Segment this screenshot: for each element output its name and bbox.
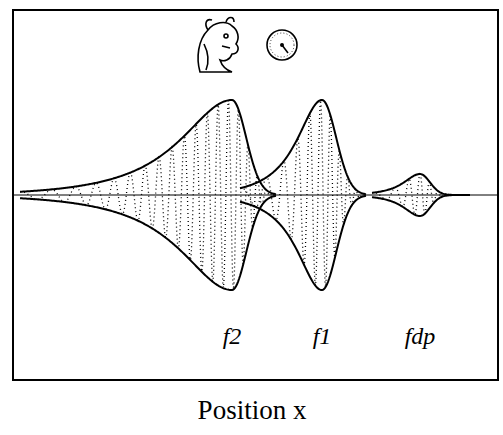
- clock-icon: [267, 30, 297, 60]
- frequency-label: fdp: [405, 323, 436, 350]
- frame: [13, 10, 498, 380]
- baseline: [13, 195, 498, 196]
- envelope-upper: [240, 100, 366, 194]
- wave-trace: [20, 100, 276, 289]
- envelope-lower: [20, 196, 276, 290]
- axis-label: Position x: [198, 395, 307, 426]
- envelope-lower: [240, 196, 366, 290]
- gargoyle-icon: [198, 18, 238, 73]
- envelope-upper: [372, 174, 470, 195]
- traveling-waves: [13, 100, 498, 290]
- frequency-label: f2: [223, 323, 242, 350]
- envelope-lower: [372, 195, 470, 216]
- frequency-label: f1: [313, 323, 332, 350]
- envelope-upper: [20, 100, 276, 194]
- wave-trace: [240, 100, 366, 287]
